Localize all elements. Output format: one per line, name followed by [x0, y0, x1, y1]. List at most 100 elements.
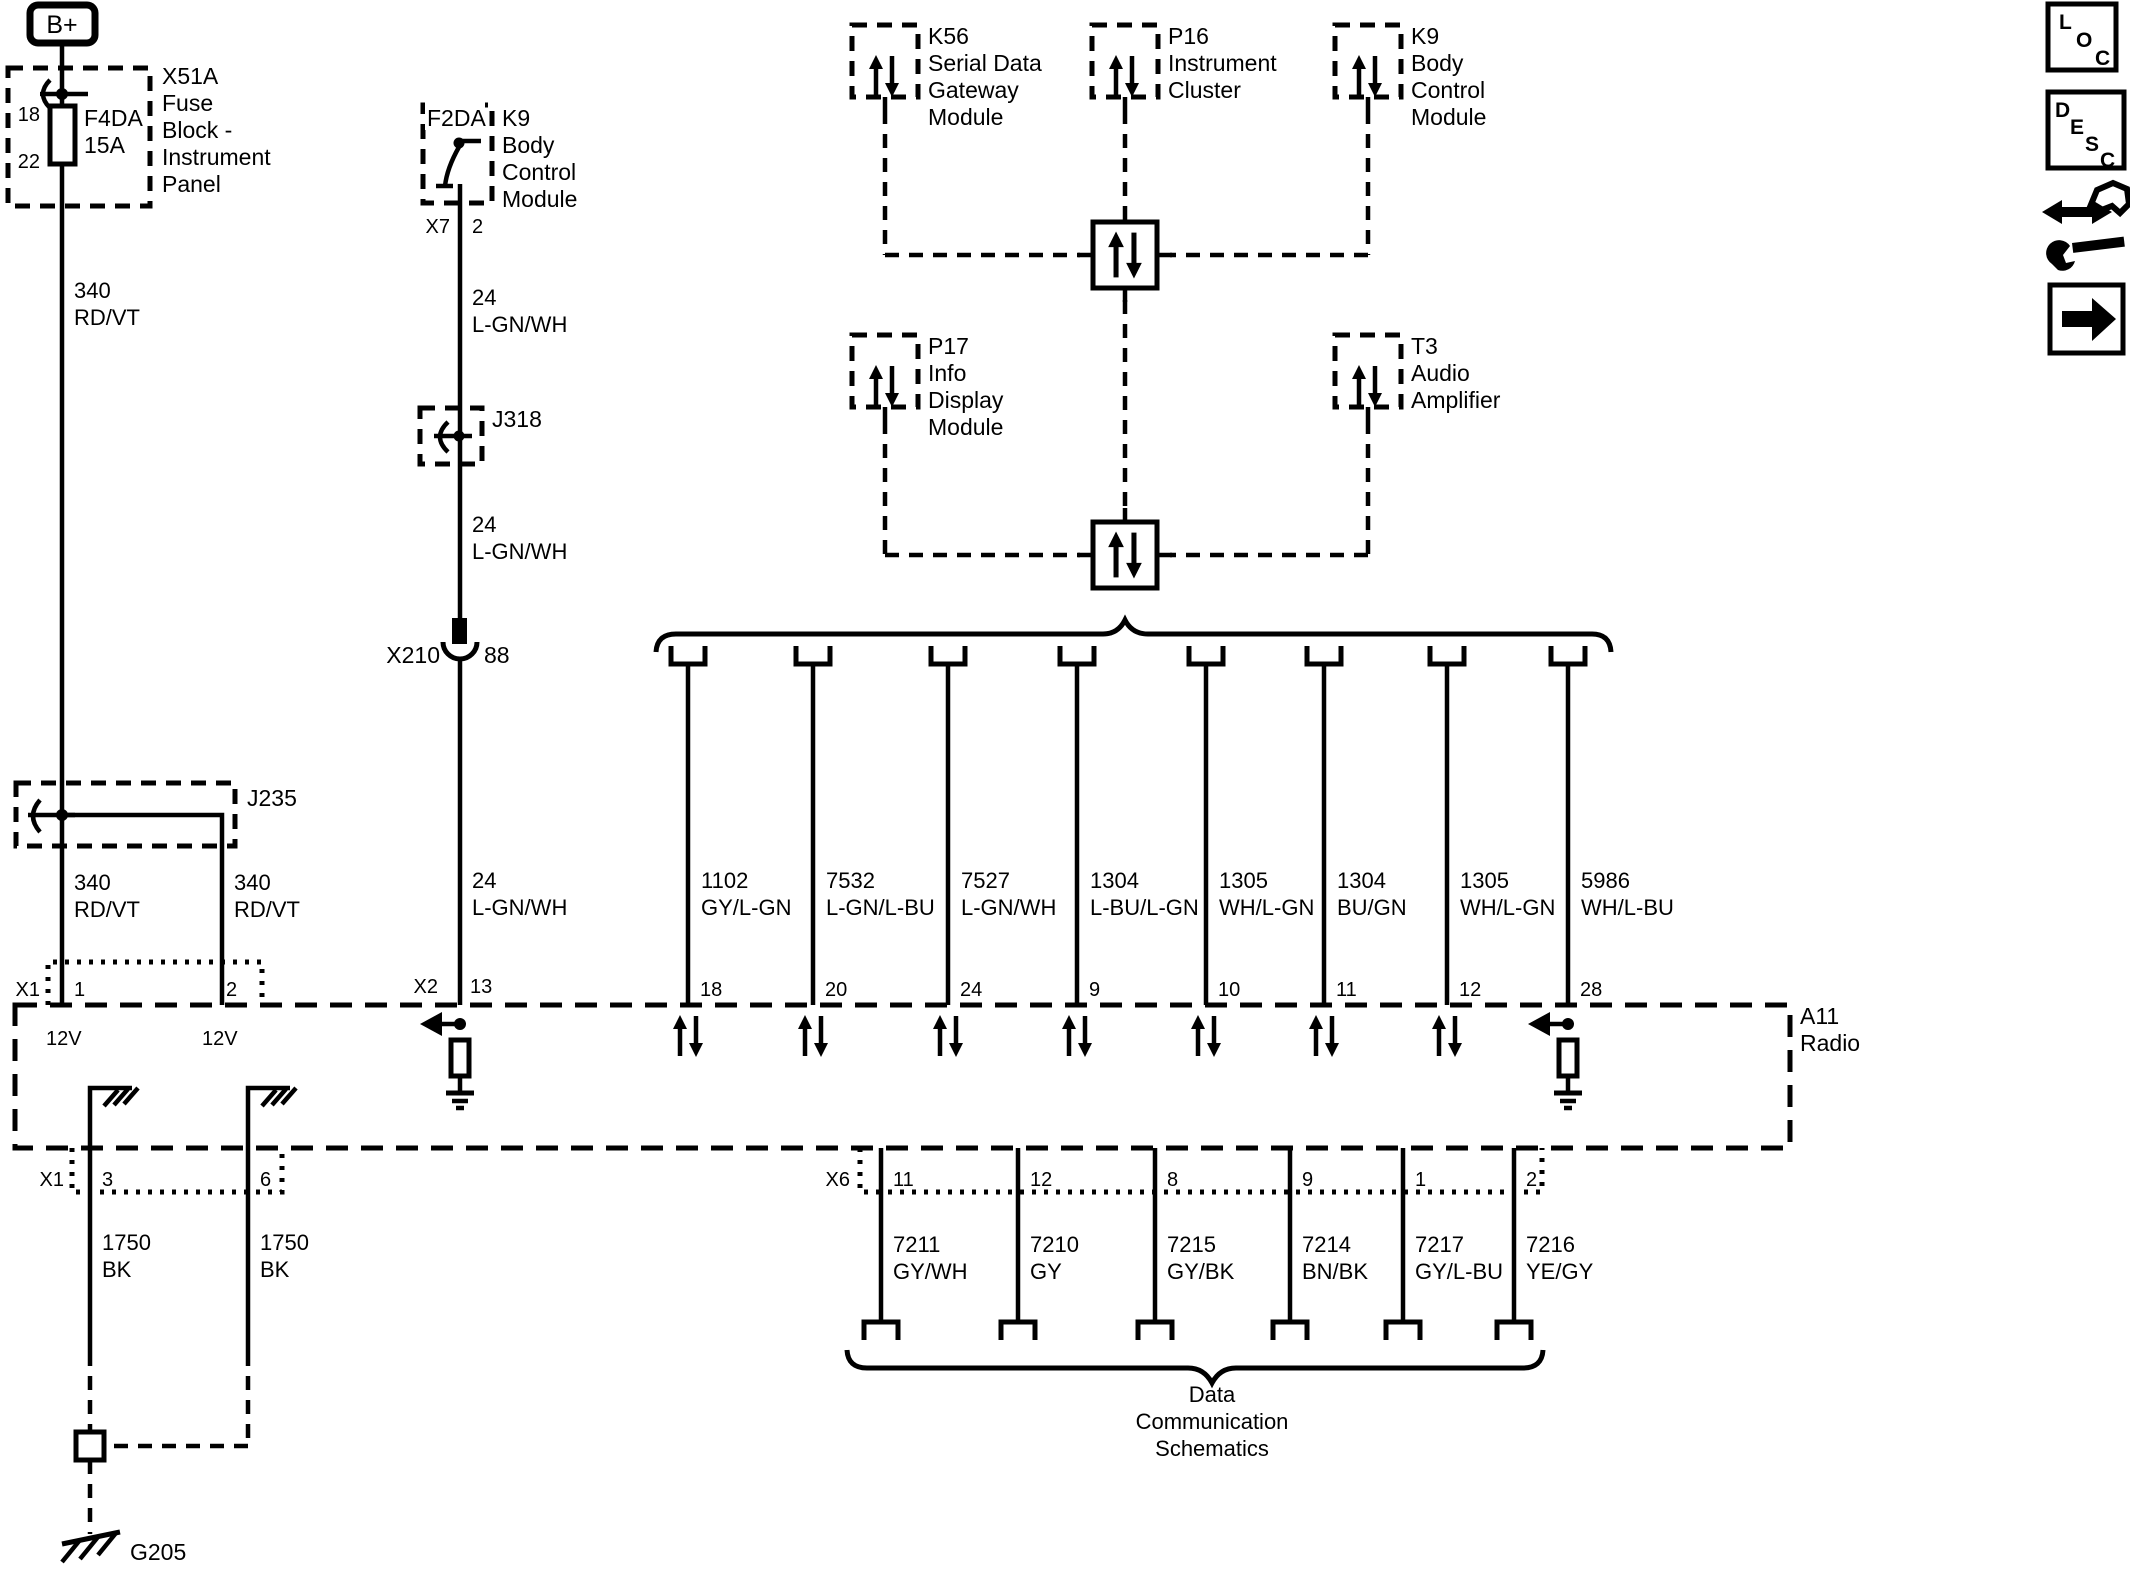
data-communication-callout: Data Communication Schematics	[1136, 1382, 1289, 1461]
bcm-fuse-f2da: F2DA K9 Body Control Module X7 2	[420, 100, 577, 238]
wire-24-mid-label: 24 L-GN/WH	[472, 512, 567, 564]
svg-text:Display: Display	[928, 387, 1004, 413]
module-t3-id: T3	[1411, 333, 1438, 359]
svg-text:RD/VT: RD/VT	[74, 305, 140, 330]
svg-text:7216: 7216	[1526, 1232, 1575, 1257]
next-arrow-button[interactable]	[2047, 282, 2126, 356]
svg-text:WH/L-GN: WH/L-GN	[1460, 895, 1555, 920]
svg-text:7532: 7532	[826, 868, 875, 893]
bus-node-lower	[1078, 508, 1172, 591]
svg-text:RD/VT: RD/VT	[234, 897, 300, 922]
bus-wire-20: 7532 L-GN/L-BU 20	[793, 646, 935, 1057]
serial-data-arrows-icon	[1109, 55, 1139, 97]
svg-text:24: 24	[472, 512, 496, 537]
svg-text:Communication: Communication	[1136, 1409, 1289, 1434]
splice-j235: J235	[13, 780, 297, 849]
fuse-pin-out: 22	[18, 151, 40, 173]
module-k56: K56 Serial Data Gateway Module	[849, 22, 1042, 130]
svg-text:Info: Info	[928, 360, 966, 386]
x6-brace	[844, 1349, 1546, 1389]
svg-text:12: 12	[1030, 1169, 1052, 1191]
module-k9: K9 Body Control Module	[1332, 22, 1486, 130]
x6-wire-11: 11 7211 GY/WH	[861, 1148, 968, 1340]
svg-text:GY/WH: GY/WH	[893, 1259, 968, 1284]
pin-6-label: 6	[260, 1169, 271, 1191]
repair-wrench-icon[interactable]	[2042, 179, 2130, 271]
connector-x1-bottom: X1 3 6	[40, 1148, 285, 1195]
wire-24-lower-label: 24 L-GN/WH	[472, 868, 567, 920]
desc-button[interactable]: D E S C	[2045, 89, 2127, 172]
x6-output-wires: X6 11 7211 GY/WH 12 7210 GY 8 7215 GY/BK…	[826, 1148, 1594, 1461]
svg-text:Cluster: Cluster	[1168, 77, 1241, 103]
svg-text:GY/BK: GY/BK	[1167, 1259, 1235, 1284]
svg-text:7527: 7527	[961, 868, 1010, 893]
svg-text:Body: Body	[502, 132, 555, 158]
connector-x6-label: X6	[826, 1169, 850, 1191]
svg-text:S: S	[2085, 133, 2099, 156]
bcm-output-circuit: F2DA K9 Body Control Module X7 2 24 L-GN…	[386, 100, 577, 1005]
battery-positive-label: B+	[46, 11, 77, 39]
fuse-block-x51a: 18 22 F4DA 15A X51A Fuse Block - Instrum…	[5, 63, 271, 209]
svg-text:7217: 7217	[1415, 1232, 1464, 1257]
svg-text:Serial Data: Serial Data	[928, 50, 1042, 76]
resistor-symbol	[448, 1037, 472, 1079]
svg-text:GY/L-BU: GY/L-BU	[1415, 1259, 1503, 1284]
bcm-fuse-label: F2DA	[427, 105, 486, 131]
svg-text:9: 9	[1302, 1169, 1313, 1191]
splice-j235-label: J235	[247, 785, 297, 811]
fuse-symbol	[47, 103, 78, 167]
svg-text:7214: 7214	[1302, 1232, 1351, 1257]
data-bus-cluster: K56 Serial Data Gateway Module P16 Instr…	[653, 22, 1614, 653]
pin-1-label: 1	[74, 979, 85, 1001]
svg-text:7215: 7215	[1167, 1232, 1216, 1257]
svg-text:BN/BK: BN/BK	[1302, 1259, 1368, 1284]
splice-j318-label: J318	[492, 406, 542, 432]
svg-text:Instrument: Instrument	[162, 144, 271, 170]
radio-internal-ground-pin6	[245, 1085, 298, 1148]
x6-wire-2: 2 7216 YE/GY	[1494, 1148, 1594, 1340]
connector-x1-top: X1 1 2	[16, 959, 265, 1005]
radio-pin13-termination	[420, 1012, 474, 1111]
svg-text:L-GN/WH: L-GN/WH	[472, 312, 567, 337]
svg-text:C: C	[2100, 149, 2115, 172]
svg-text:Module: Module	[928, 414, 1003, 440]
module-k56-id: K56	[928, 23, 969, 49]
wire-1750-right-label: 1750 BK	[260, 1230, 309, 1282]
resistor-symbol	[1556, 1037, 1580, 1079]
serial-data-arrows-icon	[933, 1015, 963, 1057]
bus-brace	[653, 614, 1614, 653]
module-p16: P16 Instrument Cluster	[1089, 22, 1277, 103]
svg-text:YE/GY: YE/GY	[1526, 1259, 1594, 1284]
svg-text:X51A: X51A	[162, 63, 219, 89]
svg-text:1102: 1102	[701, 868, 748, 893]
svg-text:28: 28	[1580, 979, 1602, 1001]
connector-x1-bottom-label: X1	[40, 1169, 64, 1191]
module-p17-id: P17	[928, 333, 969, 359]
loc-button[interactable]: L O C	[2045, 1, 2119, 73]
serial-data-arrows-icon	[1352, 55, 1382, 97]
serial-data-arrows-icon	[869, 55, 899, 97]
fuse-rating: 15A	[84, 132, 126, 158]
svg-text:24: 24	[472, 285, 496, 310]
svg-text:12: 12	[1459, 979, 1481, 1001]
svg-text:L-BU/L-GN: L-BU/L-GN	[1090, 895, 1199, 920]
serial-data-arrows-icon	[869, 365, 899, 407]
connector-x2: X2 13	[414, 976, 493, 998]
module-k9-id: K9	[1411, 23, 1439, 49]
wire-340-right-label: 340 RD/VT	[234, 870, 300, 922]
bus-wire-24: 7527 L-GN/WH 24	[928, 646, 1056, 1057]
ground-g205-label: G205	[130, 1539, 186, 1565]
bus-node-upper	[1078, 210, 1172, 302]
serial-data-arrows-icon	[1191, 1015, 1221, 1057]
ground-g205: G205	[60, 1529, 186, 1565]
module-p16-id: P16	[1168, 23, 1209, 49]
pin2-voltage: 12V	[202, 1028, 238, 1050]
svg-text:Audio: Audio	[1411, 360, 1470, 386]
svg-text:10: 10	[1218, 979, 1240, 1001]
ground-symbol	[446, 1090, 474, 1111]
pin-x7-2-label: 2	[472, 216, 483, 238]
power-feed-circuit: B+ 18 22 F4DA 15A X51A Fuse Block - Inst…	[5, 1, 300, 1005]
svg-text:E: E	[2070, 116, 2084, 139]
svg-text:BK: BK	[260, 1257, 290, 1282]
